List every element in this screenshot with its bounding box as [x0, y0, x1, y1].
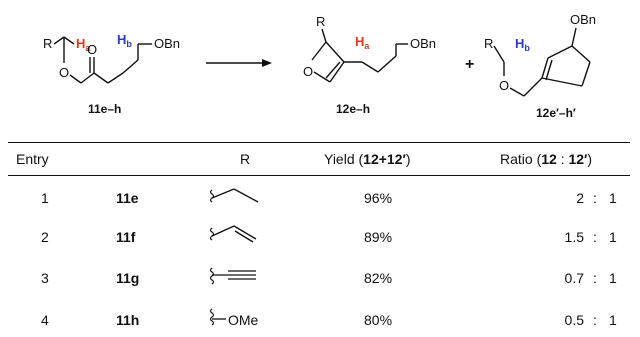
row-ratio-a: 1.5 — [564, 229, 584, 245]
plus-sign: + — [465, 56, 474, 73]
ethyl-group-icon — [209, 188, 259, 203]
reactant-r-label: R — [43, 36, 52, 51]
reactant-obn-label: OBn — [154, 36, 180, 51]
row-ratio-sep: : — [593, 312, 597, 328]
header-r: R — [240, 151, 251, 167]
product-r-label: R — [316, 14, 325, 29]
row-ratio-a: 2 — [576, 190, 584, 206]
product-compound-label: 12e–h — [336, 102, 370, 116]
product-structure: R O Ha OBn 12e–h — [303, 14, 436, 116]
reactant-compound-label: 11e–h — [88, 102, 121, 116]
row-ratio-b: 1 — [609, 190, 617, 206]
reactant-ha-label: Ha — [76, 36, 91, 53]
product-obn-label: OBn — [410, 36, 436, 51]
row-yield: 89% — [364, 229, 393, 245]
row-entry: 2 — [41, 229, 49, 245]
row-ratio-a: 0.5 — [564, 312, 584, 328]
side-product-obn-label: OBn — [570, 12, 596, 27]
side-product-compound-label: 12e′–h′ — [536, 106, 576, 120]
side-product-r-label: R — [484, 36, 493, 51]
row-ratio-a: 0.7 — [564, 270, 584, 286]
vinyl-group-icon — [209, 225, 257, 243]
row-compound: 11g — [116, 270, 140, 286]
side-product-hb-label: Hb — [515, 36, 530, 53]
ethynyl-group-icon — [209, 267, 256, 285]
reactant-ether-oxygen: O — [59, 65, 69, 80]
row-yield: 96% — [364, 190, 393, 206]
side-product-ether-oxygen: O — [499, 78, 509, 93]
row-ratio-sep: : — [593, 229, 597, 245]
row-compound: 11e — [116, 190, 139, 206]
row-yield: 82% — [364, 270, 393, 286]
row-ratio-sep: : — [593, 190, 597, 206]
row-compound: 11h — [116, 312, 140, 328]
row-compound: 11f — [116, 229, 136, 245]
table-header-rule — [8, 175, 630, 176]
row-ratio-sep: : — [593, 270, 597, 286]
reactant-structure: R Ha O O Hb OBn 11e–h — [43, 32, 180, 116]
row-ratio-b: 1 — [609, 312, 617, 328]
product-ha-label: Ha — [355, 34, 370, 51]
row-entry: 3 — [41, 270, 49, 286]
side-product-structure: R O Hb OBn 12e′–h′ — [484, 12, 596, 120]
reactant-carbonyl-oxygen: O — [87, 42, 97, 57]
row-entry: 4 — [41, 312, 49, 328]
product-ring-oxygen: O — [303, 64, 313, 79]
header-ratio: Ratio (12 : 12′) — [500, 151, 593, 167]
header-yield: Yield (12+12′) — [324, 151, 411, 167]
header-entry: Entry — [16, 151, 49, 167]
row-ratio-b: 1 — [609, 270, 617, 286]
reaction-arrow — [206, 59, 272, 67]
row-r-text: OMe — [228, 312, 259, 328]
reactant-hb-label: Hb — [117, 32, 132, 49]
row-ratio-b: 1 — [609, 229, 617, 245]
reaction-scheme: R Ha O O Hb OBn 11e–h R O Ha — [43, 12, 596, 120]
methoxy-group-icon — [209, 308, 226, 326]
row-yield: 80% — [364, 312, 393, 328]
row-entry: 1 — [41, 190, 49, 206]
table-top-rule — [8, 142, 630, 143]
